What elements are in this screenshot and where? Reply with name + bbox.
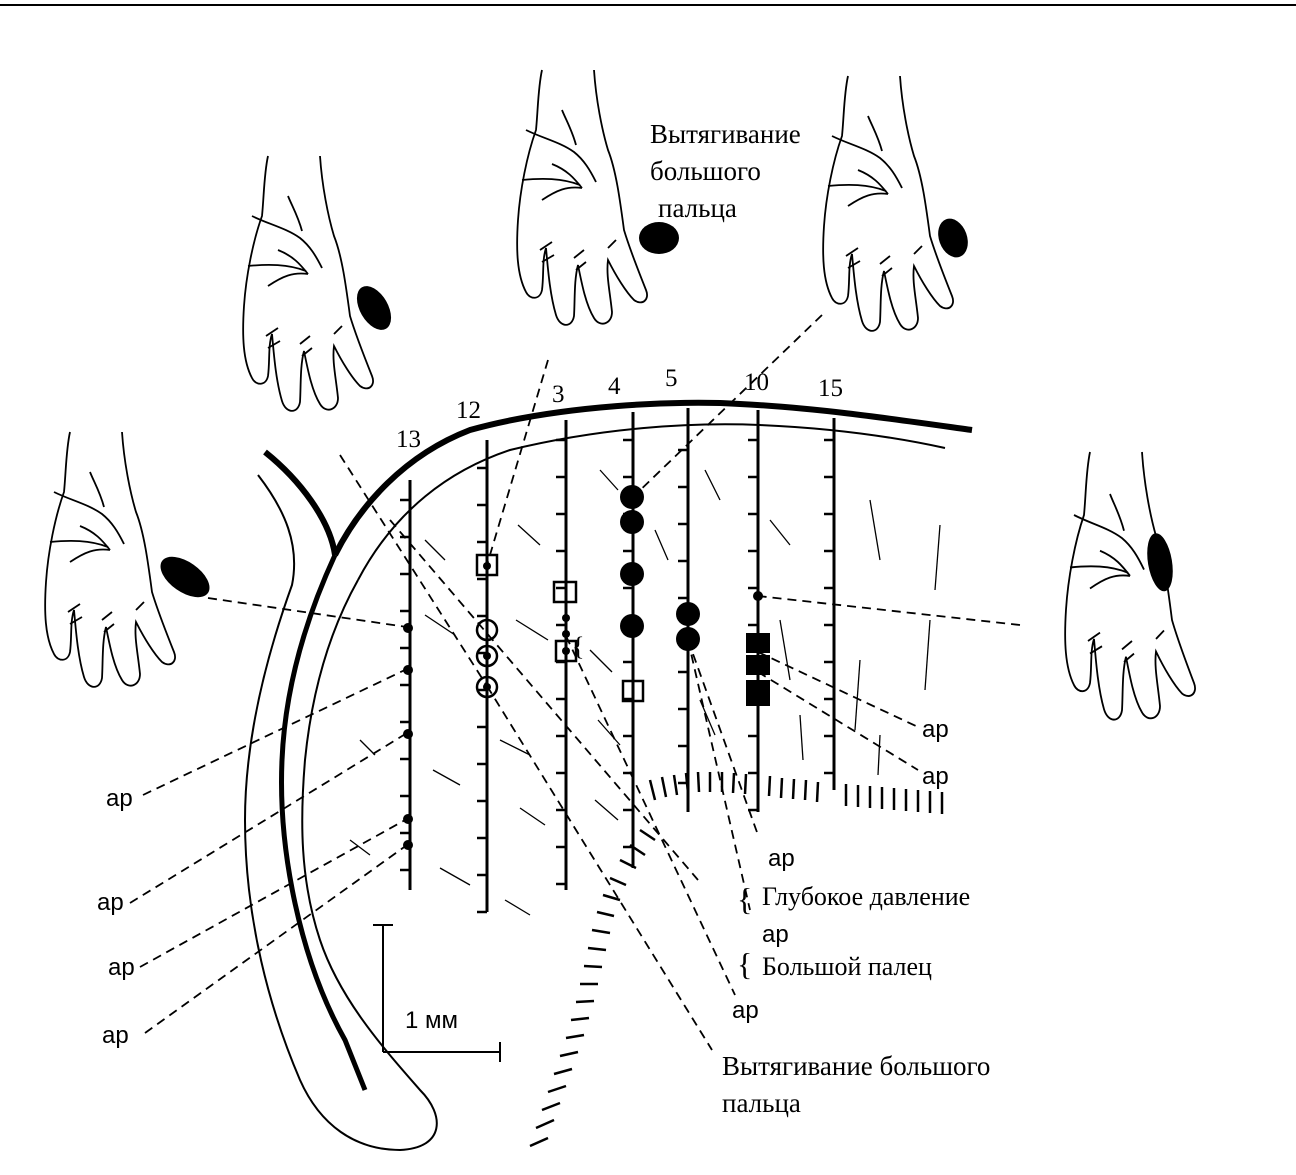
- svg-text:ар: ар: [106, 785, 133, 812]
- track-number-13: 13: [396, 426, 421, 453]
- hand-right: [1064, 451, 1197, 721]
- ap-labels: ар ар ар ар ар ар ар ар ар: [97, 716, 949, 1049]
- svg-text:ар: ар: [108, 954, 135, 981]
- scale-bar: [373, 924, 501, 1062]
- track-number-3: 3: [552, 381, 565, 408]
- white-matter-hatching: [529, 771, 944, 1148]
- svg-text:{: {: [737, 881, 752, 917]
- svg-text:ар: ар: [922, 716, 949, 743]
- thumb-tip-marker: [356, 286, 392, 330]
- thumb-extension-label: Вытягивание большого пальца: [722, 1051, 990, 1118]
- svg-text:пальца: пальца: [658, 193, 737, 223]
- recording-points: [403, 562, 763, 850]
- svg-text:ар: ар: [762, 921, 789, 948]
- thumb-tip-marker: [160, 556, 210, 598]
- svg-text:ар: ар: [102, 1022, 129, 1049]
- svg-text:Вытягивание большого: Вытягивание большого: [722, 1051, 990, 1081]
- deep-pressure-label: Глубокое давление: [762, 882, 970, 911]
- hand-top-center: [516, 69, 679, 326]
- open-symbols: [475, 553, 645, 703]
- track-number-5: 5: [665, 365, 678, 392]
- thumb-label: Большой палец: [762, 952, 932, 981]
- track-numbers: 13 12 3 4 5 10 15: [396, 365, 843, 453]
- thumb-base-marker: [1147, 533, 1173, 592]
- cortical-texture: [349, 469, 941, 916]
- thumb-tip-marker: [938, 218, 968, 258]
- leader-lines: [129, 314, 1021, 1051]
- hand-top-left: [242, 155, 392, 412]
- scale-label: 1 мм: [405, 1007, 458, 1034]
- svg-text:Вытягивание: Вытягивание: [650, 119, 801, 149]
- hand-top-right: [822, 75, 968, 332]
- track-number-10: 10: [744, 369, 769, 396]
- filled-symbols: [620, 485, 770, 706]
- electrode-tracks: [408, 408, 836, 912]
- track-number-12: 12: [456, 397, 481, 424]
- svg-text:большого: большого: [650, 156, 761, 186]
- braces: { { {: [572, 632, 752, 982]
- thumb-tip-marker: [639, 222, 679, 254]
- svg-text:{: {: [737, 946, 752, 982]
- hand-left: [44, 431, 210, 688]
- track-ticks: [400, 438, 834, 914]
- svg-text:ар: ар: [97, 889, 124, 916]
- track-number-15: 15: [818, 375, 843, 402]
- svg-text:{: {: [572, 632, 584, 661]
- deep-pressure-group: Глубокое давление Большой палец: [762, 882, 970, 981]
- track-number-4: 4: [608, 373, 621, 400]
- svg-text:ар: ар: [732, 997, 759, 1024]
- svg-text:пальца: пальца: [722, 1088, 801, 1118]
- svg-text:ар: ар: [922, 763, 949, 790]
- svg-text:ар: ар: [768, 845, 795, 872]
- top-thumb-label: Вытягивание большого пальца: [650, 119, 801, 223]
